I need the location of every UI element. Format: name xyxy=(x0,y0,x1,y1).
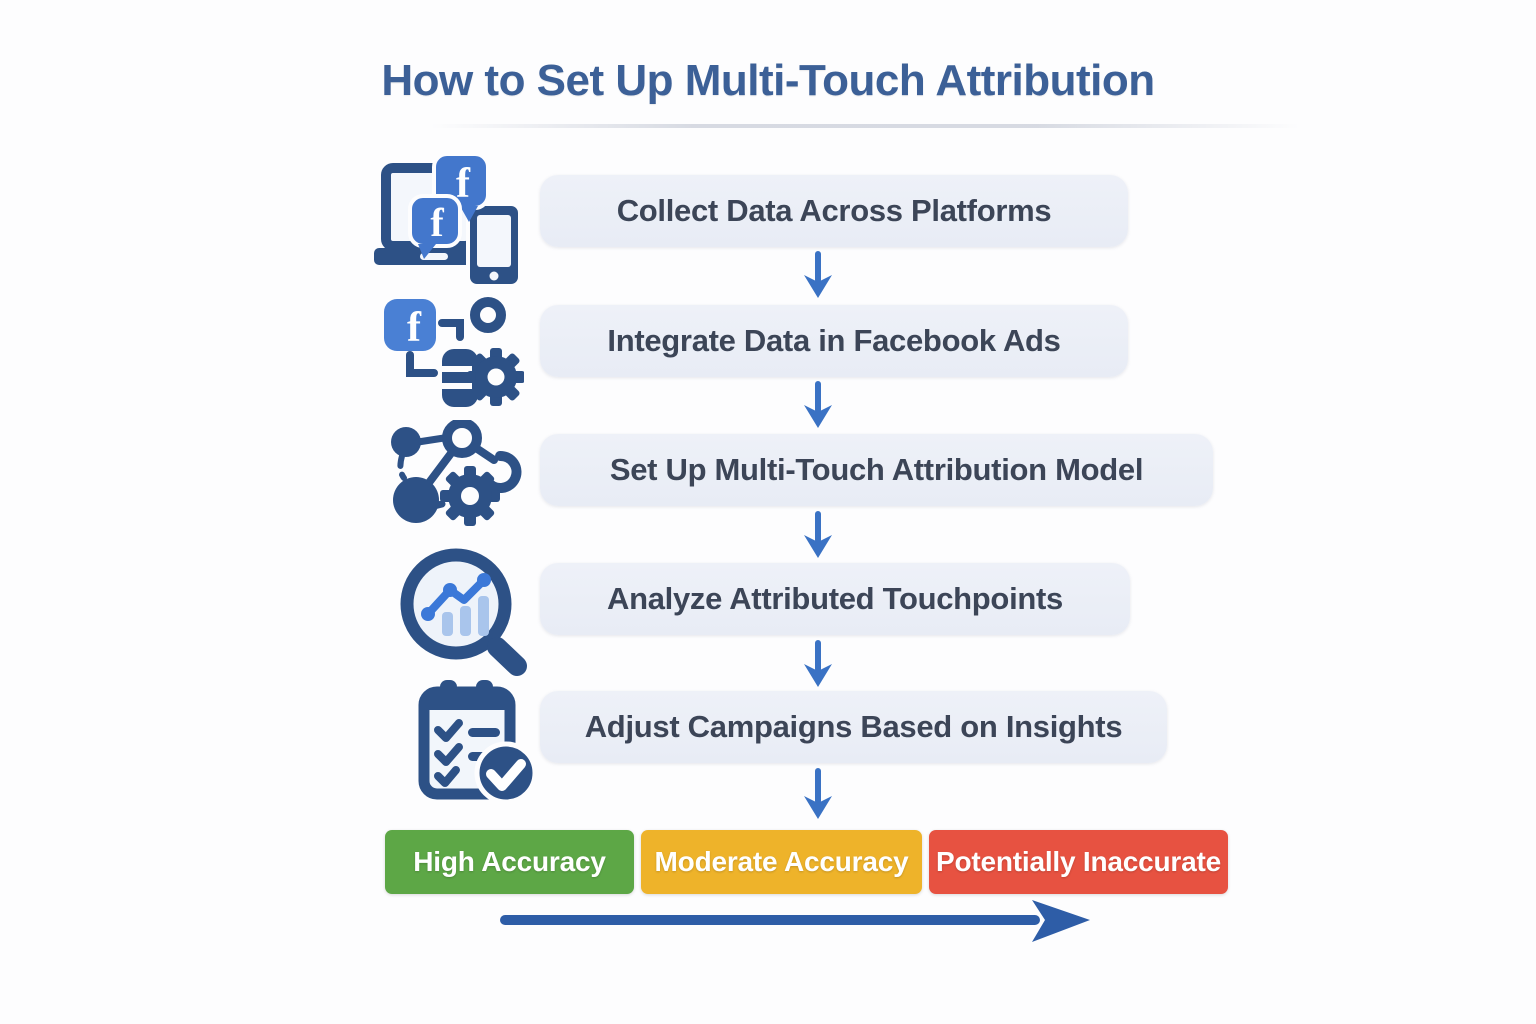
checklist-check-icon xyxy=(418,678,538,809)
step-label: Adjust Campaigns Based on Insights xyxy=(584,709,1123,744)
devices-facebook-icon: f f xyxy=(374,152,524,297)
accuracy-label: High Accuracy xyxy=(413,846,606,877)
page-title: How to Set Up Multi-Touch Attribution xyxy=(381,56,1155,105)
attribution-network-gear-icon xyxy=(388,418,524,533)
svg-text:f: f xyxy=(456,161,471,207)
step-label: Analyze Attributed Touchpoints xyxy=(607,581,1063,616)
accuracy-scale-arrow-icon xyxy=(500,900,1090,942)
facebook-data-integration-icon: f xyxy=(384,297,525,414)
accuracy-label: Moderate Accuracy xyxy=(654,846,909,877)
accuracy-badge-high: High Accuracy xyxy=(385,830,634,894)
step-box-integrate-data: Integrate Data in Facebook Ads xyxy=(540,305,1128,377)
step-label: Integrate Data in Facebook Ads xyxy=(607,323,1061,358)
accuracy-label: Potentially Inaccurate xyxy=(935,846,1222,877)
flow-arrow-down-icon xyxy=(804,251,832,298)
step-label: Set Up Multi-Touch Attribution Model xyxy=(609,452,1144,487)
magnifier-analytics-icon xyxy=(398,548,534,683)
svg-text:f: f xyxy=(430,200,444,245)
step-box-adjust-campaigns: Adjust Campaigns Based on Insights xyxy=(540,691,1167,763)
accuracy-badge-inaccurate: Potentially Inaccurate xyxy=(929,830,1228,894)
title-divider xyxy=(430,124,1300,128)
flow-arrow-down-icon xyxy=(804,640,832,687)
flow-arrow-down-icon xyxy=(804,511,832,558)
step-box-analyze-touchpoints: Analyze Attributed Touchpoints xyxy=(540,563,1130,635)
accuracy-badge-moderate: Moderate Accuracy xyxy=(641,830,922,894)
svg-text:f: f xyxy=(407,305,422,351)
flow-arrow-down-icon xyxy=(804,381,832,428)
step-box-collect-data: Collect Data Across Platforms xyxy=(540,175,1128,247)
step-box-setup-model: Set Up Multi-Touch Attribution Model xyxy=(540,434,1213,506)
step-label: Collect Data Across Platforms xyxy=(616,193,1052,228)
flow-arrow-down-icon xyxy=(804,768,832,819)
